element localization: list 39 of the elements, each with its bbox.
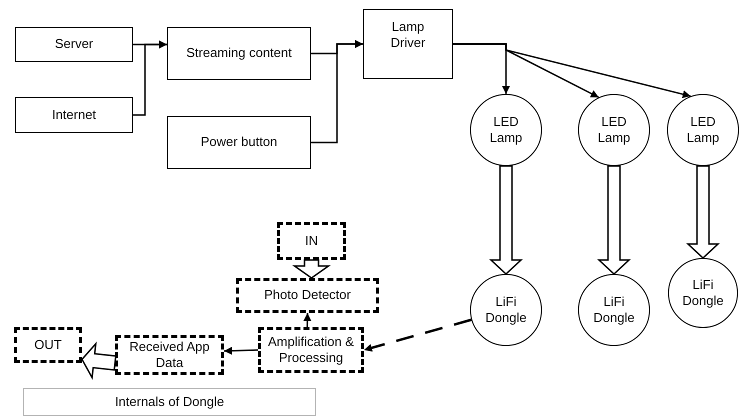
block-arrow bbox=[597, 165, 631, 276]
block-arrow bbox=[686, 165, 720, 260]
dashed-box bbox=[14, 327, 82, 363]
process-box bbox=[167, 27, 311, 80]
dashed-box bbox=[258, 327, 364, 373]
node-label: Streaming content bbox=[186, 45, 292, 62]
node-label: Lamp Driver bbox=[390, 19, 426, 52]
arrow bbox=[311, 40, 363, 144]
block-arrow bbox=[81, 342, 117, 380]
node-label: LED Lamp bbox=[686, 114, 720, 146]
block-arrow bbox=[489, 165, 523, 276]
process-box bbox=[167, 116, 311, 169]
node-label: Power button bbox=[200, 134, 278, 151]
arrow bbox=[133, 40, 167, 116]
node-label: Internals of Dongle bbox=[114, 394, 224, 410]
node-label: Photo Detector bbox=[264, 287, 351, 304]
node-label: LED Lamp bbox=[596, 114, 632, 146]
process-box bbox=[15, 27, 133, 62]
dashed-box bbox=[236, 278, 379, 313]
node-label: Received App Data bbox=[128, 338, 211, 372]
block-arrow bbox=[292, 259, 331, 279]
process-box bbox=[363, 9, 453, 79]
node-label: IN bbox=[305, 232, 318, 250]
dashed-box bbox=[115, 335, 224, 375]
node-label: LiFi Dongle bbox=[681, 276, 725, 310]
dashed-arrow bbox=[364, 318, 472, 352]
node-label: LiFi Dongle bbox=[484, 294, 528, 326]
node-label: Server bbox=[54, 36, 94, 53]
arrow bbox=[453, 43, 691, 98]
arrow bbox=[303, 312, 312, 328]
arrow bbox=[224, 346, 258, 355]
process-box bbox=[15, 97, 133, 133]
caption-box bbox=[23, 388, 316, 416]
node-label: Amplification & Processing bbox=[267, 334, 355, 366]
node-label: LiFi Dongle bbox=[592, 294, 636, 326]
node-label: OUT bbox=[34, 336, 62, 354]
dashed-box bbox=[277, 222, 346, 260]
node-label: LED Lamp bbox=[488, 114, 524, 146]
node-label: Internet bbox=[52, 106, 96, 124]
